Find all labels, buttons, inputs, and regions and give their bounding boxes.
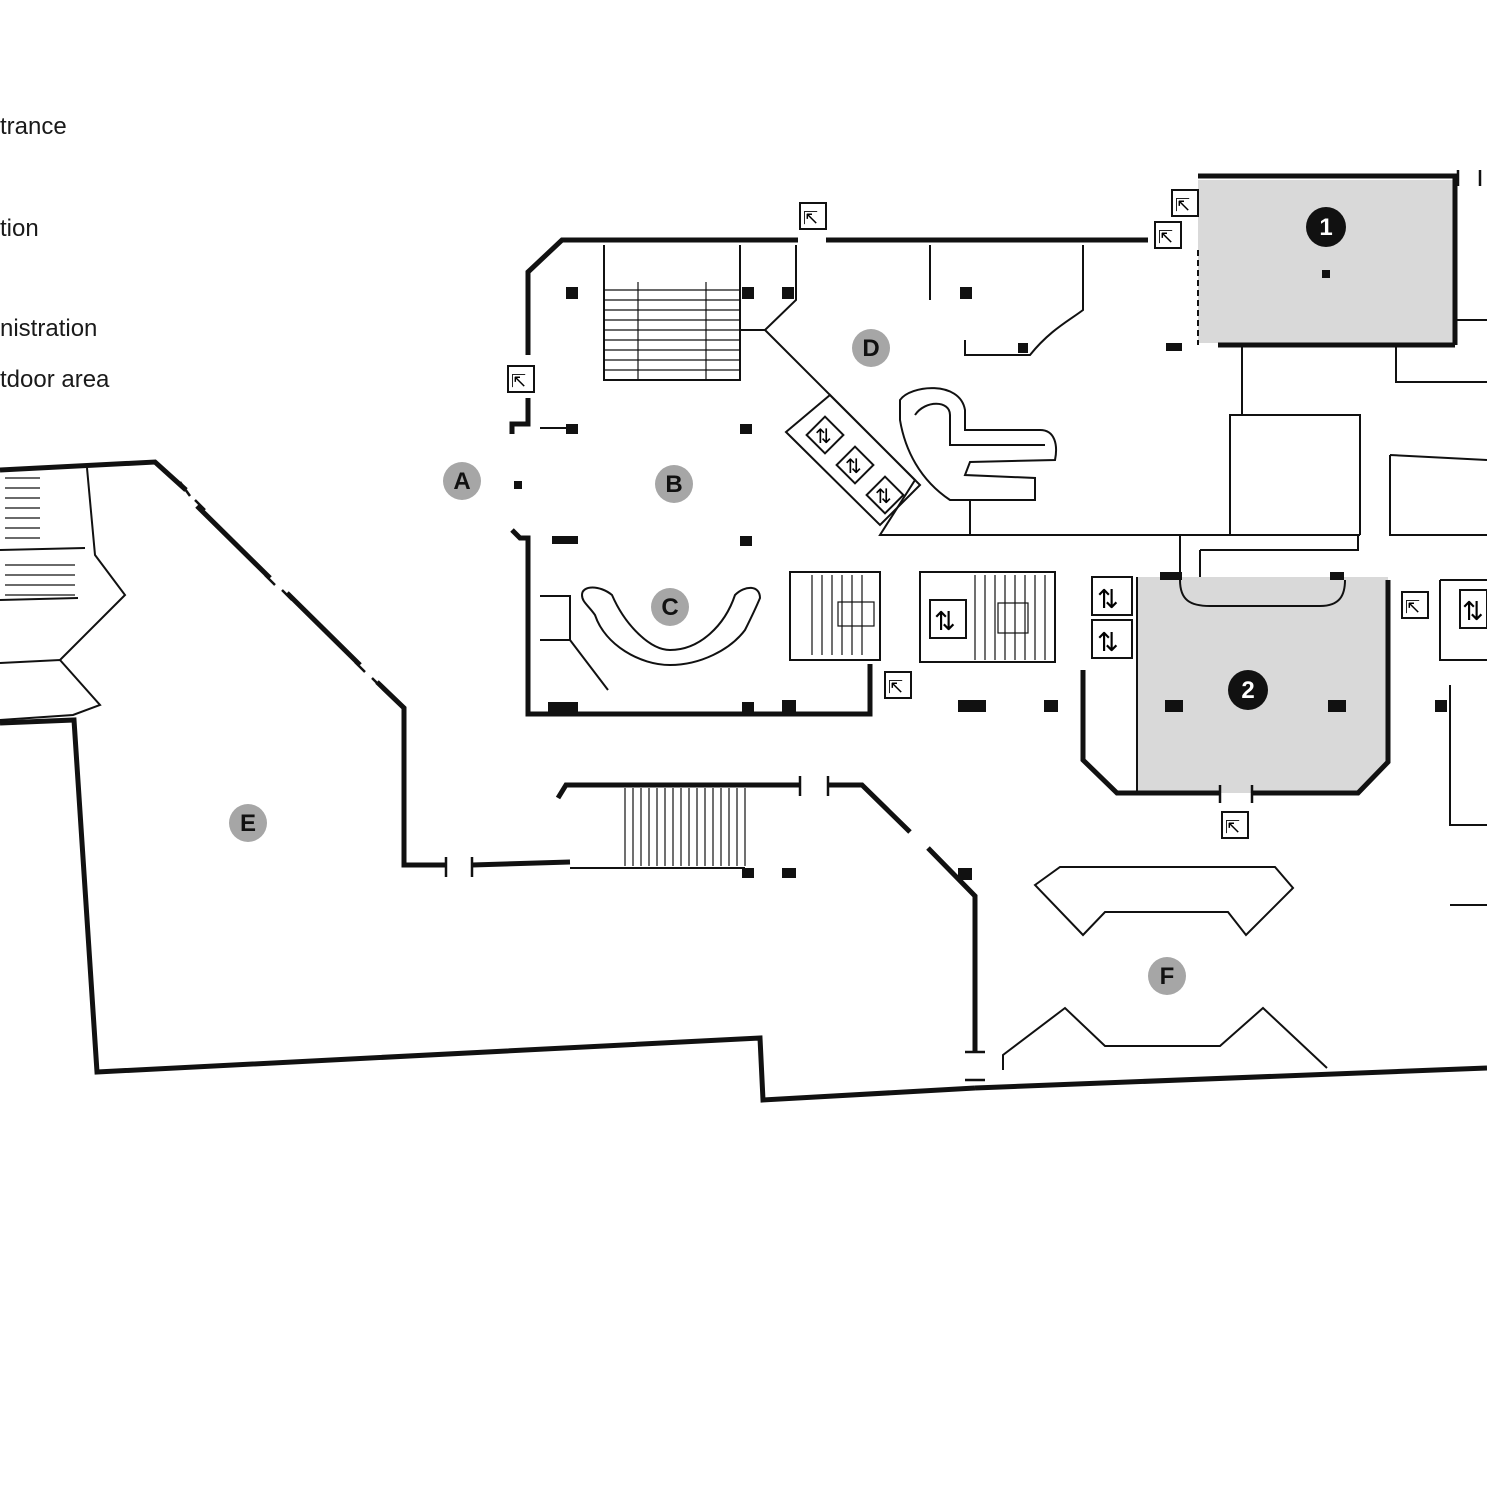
svg-text:1: 1: [1319, 214, 1332, 241]
elevator-box-central: [929, 599, 967, 639]
building-central-walls: ⇅ ⇅ ⇅ ⇅: [509, 237, 1360, 717]
area-label-a[interactable]: A: [443, 462, 481, 500]
emergency-exit-icon: ⇱: [1401, 591, 1429, 619]
area-label-c[interactable]: C: [651, 588, 689, 626]
emergency-exit-icon: ⇱: [1221, 811, 1249, 839]
svg-text:⇅: ⇅: [875, 484, 892, 508]
svg-text:⇅: ⇅: [815, 424, 832, 448]
building-lower-walls: [555, 776, 1487, 1082]
area-label-b[interactable]: B: [655, 465, 693, 503]
legend-reception: tion: [0, 215, 39, 242]
emergency-exit-icon: ⇱: [884, 671, 912, 699]
svg-text:B: B: [665, 471, 682, 498]
svg-text:⇱: ⇱: [1175, 195, 1190, 216]
svg-text:⇅: ⇅: [845, 454, 862, 478]
elevator-icon: ⇅: [1097, 585, 1119, 615]
svg-text:A: A: [453, 468, 470, 495]
emergency-exit-icon: ⇱: [1154, 221, 1182, 249]
elevator-icon: ⇅: [1097, 628, 1119, 658]
svg-text:⇱: ⇱: [1225, 817, 1240, 838]
svg-text:⇱: ⇱: [1158, 227, 1173, 248]
emergency-exit-icon: ⇱: [507, 365, 535, 393]
svg-text:⇱: ⇱: [803, 208, 818, 229]
svg-text:E: E: [240, 810, 256, 837]
legend-entrance: trance: [0, 113, 67, 140]
emergency-exit-icon: ⇱: [1171, 189, 1199, 217]
structural-columns: [514, 270, 1447, 880]
room-label-2[interactable]: 2: [1228, 670, 1268, 710]
legend-administration: nistration: [0, 315, 98, 342]
svg-text:⇱: ⇱: [888, 677, 903, 698]
area-label-e[interactable]: E: [229, 804, 267, 842]
svg-text:⇱: ⇱: [511, 371, 526, 392]
elevator-bank-diagonal: ⇅ ⇅ ⇅: [784, 393, 922, 527]
building-east-walls: ⇅ ⇅ ⇅: [1080, 170, 1487, 826]
svg-text:C: C: [661, 594, 678, 621]
area-label-d[interactable]: D: [852, 329, 890, 367]
elevator-icon: ⇅: [1462, 597, 1484, 627]
emergency-exit-icon: ⇱: [799, 202, 827, 230]
elevator-icon: ⇅: [934, 607, 956, 637]
area-label-f[interactable]: F: [1148, 957, 1186, 995]
building-west-walls: [0, 459, 1487, 1103]
room-1-area[interactable]: [1198, 180, 1453, 343]
legend-outdoor-area: tdoor area: [0, 366, 110, 393]
svg-text:⇱: ⇱: [1405, 597, 1420, 618]
svg-text:D: D: [862, 335, 879, 362]
emergency-exit-icons: ⇱ ⇱ ⇱ ⇱ ⇱ ⇱ ⇱: [507, 189, 1429, 839]
svg-text:2: 2: [1241, 677, 1254, 704]
room-label-1[interactable]: 1: [1306, 207, 1346, 247]
svg-text:F: F: [1160, 963, 1175, 990]
